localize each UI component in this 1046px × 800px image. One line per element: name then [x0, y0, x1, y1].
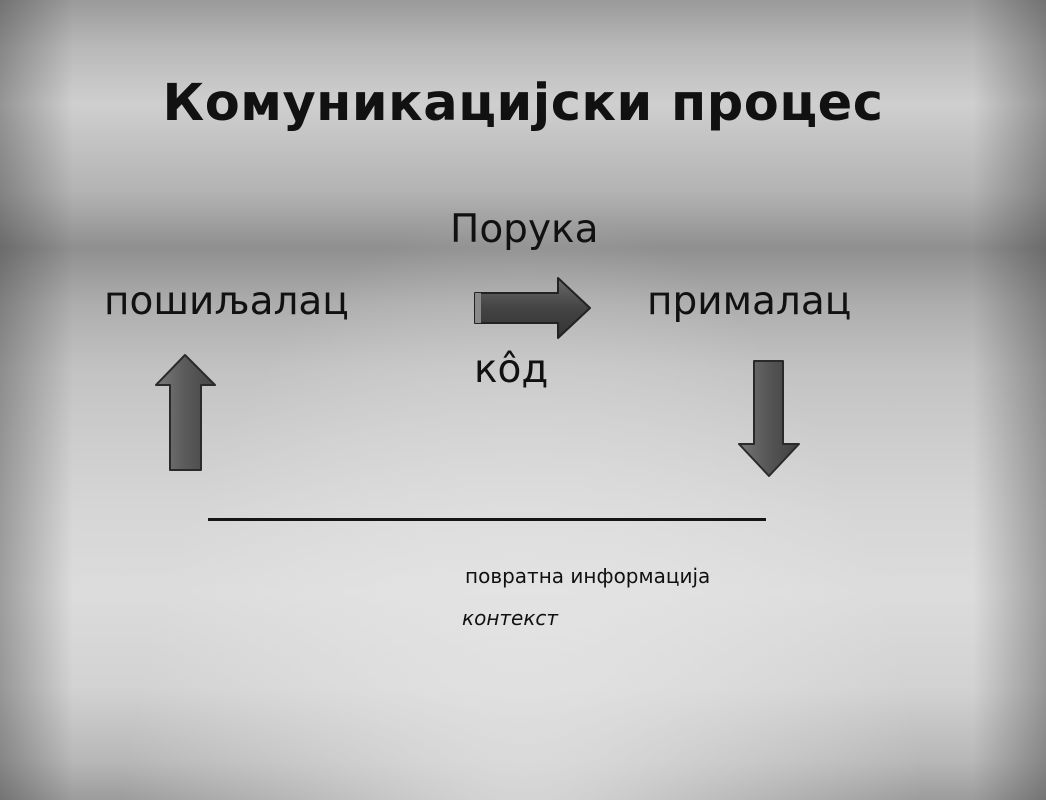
sender-arrow-up-icon — [155, 354, 216, 471]
slide-title: Комуникацијски процес — [162, 74, 884, 133]
receiver-label: прималац — [647, 279, 852, 324]
feedback-label: повратна информација — [465, 564, 711, 588]
context-label: контекст — [462, 606, 559, 630]
feedback-divider-line — [208, 518, 766, 521]
code-label: кôд — [474, 347, 549, 392]
sender-label: пошиљалац — [104, 279, 349, 324]
message-arrow-right-icon — [474, 277, 591, 339]
message-label: Порука — [450, 207, 599, 252]
receiver-arrow-down-icon — [738, 360, 800, 477]
